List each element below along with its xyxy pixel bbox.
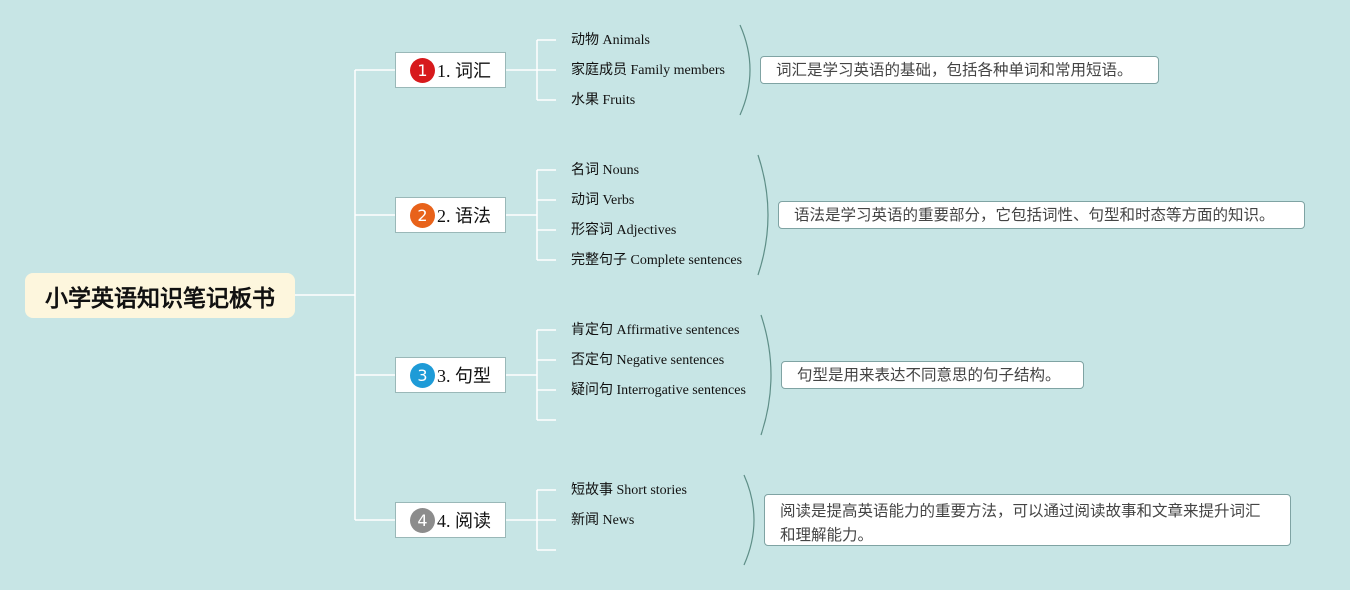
summary-text: 词汇是学习英语的基础，包括各种单词和常用短语。 [776, 61, 1133, 79]
summary-box-vocabulary[interactable]: 词汇是学习英语的基础，包括各种单词和常用短语。 [760, 56, 1159, 84]
number-badge-icon: 4 [410, 507, 435, 533]
leaf-item[interactable]: 肯定句 Affirmative sentences [571, 323, 740, 338]
branch-label: 4. 阅读 [437, 511, 491, 531]
summary-brace [743, 474, 755, 566]
summary-box-reading[interactable]: 阅读是提高英语能力的重要方法，可以通过阅读故事和文章来提升词汇和理解能力。 [764, 494, 1291, 546]
root-node[interactable]: 小学英语知识笔记板书 [25, 273, 295, 318]
leaf-item[interactable]: 疑问句 Interrogative sentences [571, 383, 746, 398]
leaf-item[interactable]: 形容词 Adjectives [571, 223, 677, 238]
branch-label: 2. 语法 [437, 206, 491, 226]
summary-text: 阅读是提高英语能力的重要方法，可以通过阅读故事和文章来提升词汇和理解能力。 [780, 502, 1261, 544]
summary-text: 句型是用来表达不同意思的句子结构。 [797, 366, 1061, 384]
leaf-item[interactable]: 水果 Fruits [571, 93, 636, 108]
branch-label: 3. 句型 [437, 366, 491, 386]
branch-label: 1. 词汇 [437, 61, 491, 81]
branch-node-sentence-patterns[interactable]: 3 3. 句型 [395, 357, 506, 393]
leaf-item[interactable]: 完整句子 Complete sentences [571, 253, 743, 268]
leaf-item[interactable]: 动物 Animals [571, 33, 650, 48]
summary-brace [757, 154, 769, 276]
leaf-item[interactable]: 否定句 Negative sentences [571, 353, 725, 368]
summary-brace [739, 24, 751, 116]
summary-box-grammar[interactable]: 语法是学习英语的重要部分，它包括词性、句型和时态等方面的知识。 [778, 201, 1305, 229]
leaf-item[interactable]: 动词 Verbs [571, 193, 635, 208]
summary-box-sentence-patterns[interactable]: 句型是用来表达不同意思的句子结构。 [781, 361, 1084, 389]
leaf-item[interactable]: 名词 Nouns [571, 163, 640, 178]
number-badge-icon: 1 [410, 57, 435, 83]
branch-node-grammar[interactable]: 2 2. 语法 [395, 197, 506, 233]
branch-node-vocabulary[interactable]: 1 1. 词汇 [395, 52, 506, 88]
leaf-item[interactable]: 短故事 Short stories [571, 483, 687, 498]
number-badge-icon: 2 [410, 202, 435, 228]
number-badge-icon: 3 [410, 362, 435, 388]
branch-node-reading[interactable]: 4 4. 阅读 [395, 502, 506, 538]
leaf-item[interactable]: 家庭成员 Family members [571, 63, 725, 78]
summary-text: 语法是学习英语的重要部分，它包括词性、句型和时态等方面的知识。 [794, 206, 1275, 224]
summary-brace [760, 314, 772, 436]
root-title: 小学英语知识笔记板书 [45, 285, 275, 312]
leaf-item[interactable]: 新闻 News [571, 513, 635, 528]
